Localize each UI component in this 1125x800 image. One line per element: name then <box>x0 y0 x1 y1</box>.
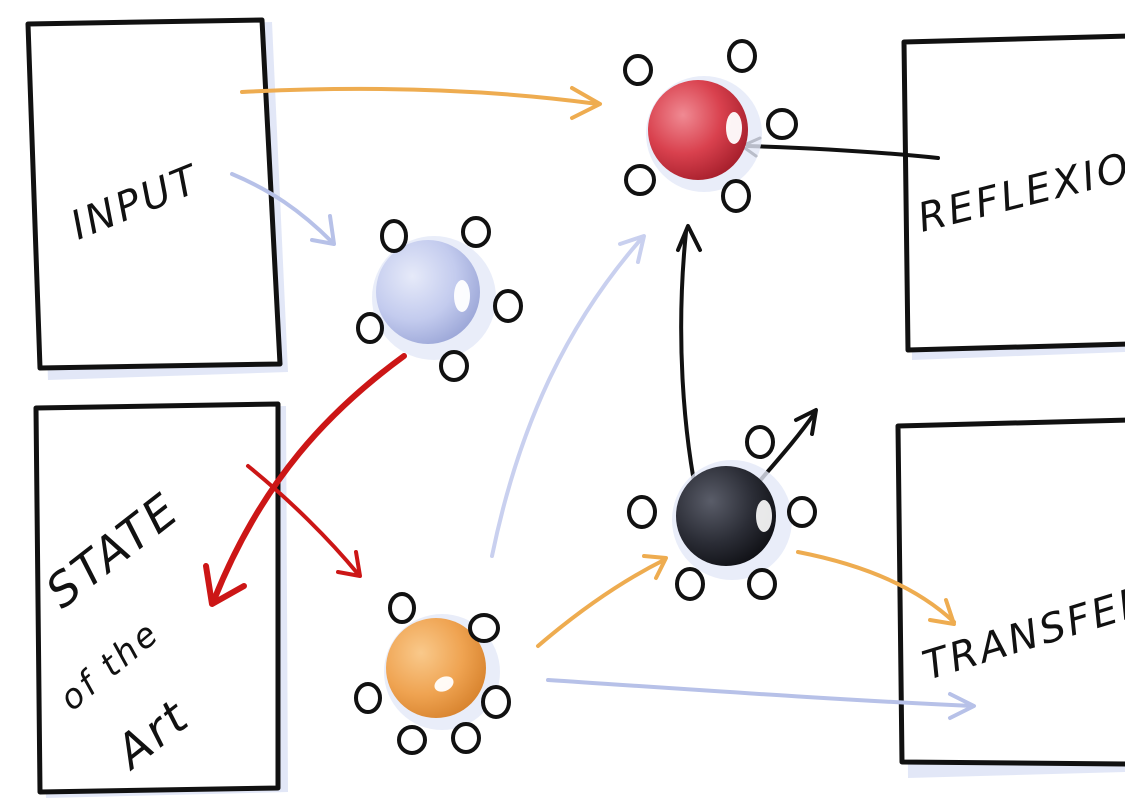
black-molecule-node <box>627 425 817 601</box>
transfer-box: TRANSFER <box>895 417 1125 778</box>
input-to-red-arrow <box>240 86 602 120</box>
orange-to-transfer-arrow <box>546 678 976 720</box>
orange-to-red-arrow <box>490 234 646 558</box>
black-to-transfer-arrow <box>796 550 956 626</box>
input-to-lavender-arrow <box>230 172 336 246</box>
lavender-molecule-node <box>356 216 523 382</box>
state-to-orange-arrow <box>246 464 362 578</box>
reflexion-box: REFLEXION <box>901 33 1125 360</box>
input-box: INPUT <box>25 17 288 380</box>
lavender-to-state-arrow <box>203 353 407 607</box>
orange-to-black-arrow <box>536 554 668 648</box>
state-of-art-box: STATE of the Art <box>33 401 288 798</box>
orange-molecule-node <box>354 592 511 755</box>
red-molecule-node <box>623 39 798 213</box>
